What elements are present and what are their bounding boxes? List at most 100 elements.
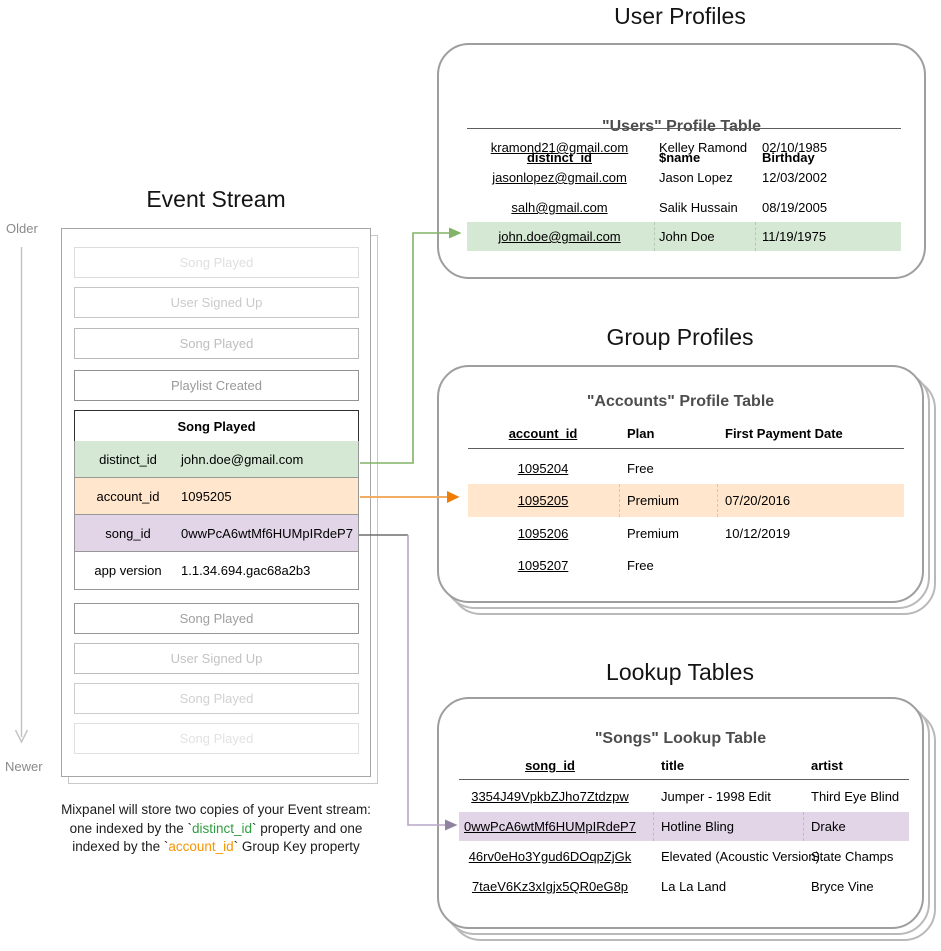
property-value: 1.1.34.694.gac68a2b3	[181, 563, 311, 578]
cell-birthday: 11/19/1975	[762, 229, 827, 244]
event-box: User Signed Up	[74, 643, 359, 674]
caption-text: indexed by the `	[72, 839, 169, 854]
accounts-table-title: "Accounts" Profile Table	[586, 393, 775, 410]
event-label: Song Played	[179, 731, 254, 746]
cell-plan: Free	[627, 461, 654, 476]
event-label: Playlist Created	[170, 378, 263, 393]
cell-distinct-id: jasonlopez@gmail.com	[492, 170, 627, 185]
accounts-column-header-account-id: account_id	[508, 426, 578, 441]
cell-account-id: 1095206	[517, 526, 569, 541]
caption-line-2: one indexed by the `distinct_id` propert…	[16, 820, 416, 839]
event-box: User Signed Up	[74, 287, 359, 318]
expanded-event-header: Song Played	[74, 410, 359, 442]
event-label: Song Played	[179, 255, 254, 270]
cell-name: Salik Hussain	[659, 200, 738, 215]
property-key: distinct_id	[99, 451, 157, 467]
cell-plan: Free	[627, 558, 654, 573]
event-property-row-app-version: app version 1.1.34.694.gac68a2b3	[74, 552, 359, 590]
event-box: Song Played	[74, 328, 359, 359]
songs-column-header-artist: artist	[811, 758, 843, 773]
event-box: Playlist Created	[74, 370, 359, 401]
cell-title: Jumper - 1998 Edit	[661, 789, 771, 804]
timeline-newer-label: Newer	[5, 759, 43, 774]
event-box: Song Played	[74, 603, 359, 634]
songs-column-header-title: title	[661, 758, 685, 773]
accounts-column-header-plan: Plan	[627, 426, 655, 441]
arrow-down-icon	[14, 729, 29, 744]
cell-title: Hotline Bling	[661, 819, 734, 834]
caption-line-1: Mixpanel will store two copies of your E…	[16, 801, 416, 820]
column-separator	[755, 222, 756, 251]
header-divider	[468, 448, 904, 449]
cell-distinct-id: salh@gmail.com	[511, 200, 608, 215]
column-separator	[653, 812, 654, 841]
cell-name: John Doe	[659, 229, 715, 244]
event-property-row-account-id: account_id 1095205	[74, 478, 359, 515]
cell-first-payment-date: 07/20/2016	[725, 493, 791, 508]
cell-distinct-id: kramond21@gmail.com	[490, 140, 629, 155]
property-key: account_id	[96, 488, 160, 504]
cell-account-id: 1095204	[517, 461, 569, 476]
event-stream-title: Event Stream	[146, 186, 286, 212]
songs-table-title: "Songs" Lookup Table	[594, 730, 767, 747]
users-column-header-distinct-id: distinct_id	[526, 150, 592, 165]
timeline-arrow	[14, 247, 29, 744]
cell-song-id: 3354J49VpkbZJho7Ztdzpw	[471, 789, 629, 804]
event-label: Song Played	[179, 611, 254, 626]
users-profile-card: "Users" Profile Table distinct_id $name …	[437, 43, 926, 279]
cell-song-id: 7taeV6Kz3xIgjx5QR0eG8p	[471, 879, 629, 894]
cell-artist: Drake	[811, 819, 846, 834]
cell-account-id: 1095207	[517, 558, 569, 573]
event-box: Song Played	[74, 723, 359, 754]
property-value: 0wwPcA6wtMf6HUMpIRdeP7	[181, 525, 353, 541]
cell-birthday: 02/10/1985	[762, 140, 828, 155]
column-separator	[654, 222, 655, 251]
cell-plan: Premium	[627, 493, 680, 508]
cell-artist: Third Eye Blind	[811, 789, 900, 804]
event-box: Song Played	[74, 683, 359, 714]
cell-distinct-id: john.doe@gmail.com	[498, 229, 621, 244]
event-label: User Signed Up	[170, 295, 263, 310]
cell-song-id: 0wwPcA6wtMf6HUMpIRdeP7	[464, 819, 636, 834]
caption-text: ` Group Key property	[233, 839, 360, 854]
event-property-row-song-id: song_id 0wwPcA6wtMf6HUMpIRdeP7	[74, 515, 359, 552]
songs-column-header-song-id: song_id	[525, 758, 575, 773]
songs-lookup-card: "Songs" Lookup Table song_id title artis…	[437, 697, 924, 929]
caption-account-id-token: account_id	[168, 839, 234, 854]
highlighted-song-row-background	[459, 812, 909, 841]
caption-distinct-id-token: distinct_id	[191, 820, 253, 836]
cell-title: La La Land	[661, 879, 727, 894]
event-label: User Signed Up	[170, 651, 263, 666]
highlighted-account-row-background	[468, 484, 904, 517]
users-table-title: "Users" Profile Table	[602, 118, 761, 135]
timeline-older-label: Older	[6, 221, 38, 236]
accounts-profile-card: "Accounts" Profile Table account_id Plan…	[437, 365, 924, 603]
cell-birthday: 12/03/2002	[762, 170, 828, 185]
event-property-row-distinct-id: distinct_id john.doe@gmail.com	[74, 441, 359, 478]
lookup-tables-title: Lookup Tables	[606, 659, 754, 685]
caption-text: Mixpanel will store two copies of your E…	[61, 802, 371, 817]
cell-song-id: 46rv0eHo3Ygud6DOqpZjGk	[468, 849, 632, 864]
cell-name: Jason Lopez	[659, 170, 733, 185]
column-separator	[717, 484, 718, 517]
users-column-header-birthday: Birthday	[762, 150, 815, 165]
property-key: song_id	[105, 525, 151, 541]
property-key: app version	[94, 563, 162, 578]
cell-account-id: 1095205	[517, 493, 569, 508]
cell-plan: Premium	[627, 526, 680, 541]
cell-first-payment-date: 10/12/2019	[725, 526, 791, 541]
cell-name: Kelley Ramond	[659, 140, 748, 155]
property-value: 1095205	[181, 488, 232, 504]
expanded-event-name: Song Played	[177, 418, 256, 434]
header-divider	[467, 128, 901, 129]
cell-birthday: 08/19/2005	[762, 200, 828, 215]
column-separator	[803, 812, 804, 841]
column-separator	[619, 484, 620, 517]
header-divider	[459, 779, 909, 780]
user-profiles-title: User Profiles	[614, 3, 746, 29]
caption: Mixpanel will store two copies of your E…	[16, 801, 416, 857]
group-profiles-title: Group Profiles	[606, 324, 754, 350]
highlighted-user-row-background	[467, 222, 901, 251]
event-box: Song Played	[74, 247, 359, 278]
